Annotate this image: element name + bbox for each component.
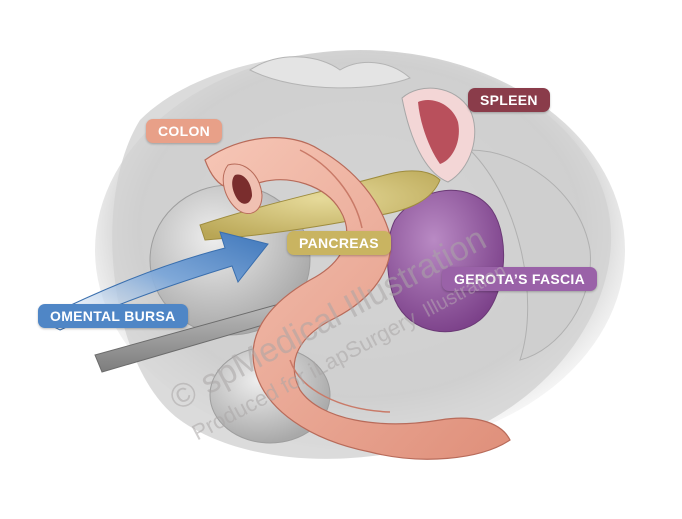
pancreas-organ [199, 170, 441, 241]
gerotas-fascia-organ [387, 189, 505, 333]
spleen-label: SPLEEN [468, 88, 550, 112]
pancreas-label: PANCREAS [287, 231, 391, 255]
spleen-organ [401, 87, 476, 183]
gerotas-fascia-label: GEROTA’S FASCIA [442, 267, 598, 291]
colon-label: COLON [146, 119, 223, 143]
omental-bursa-label: OMENTAL BURSA [38, 304, 188, 328]
